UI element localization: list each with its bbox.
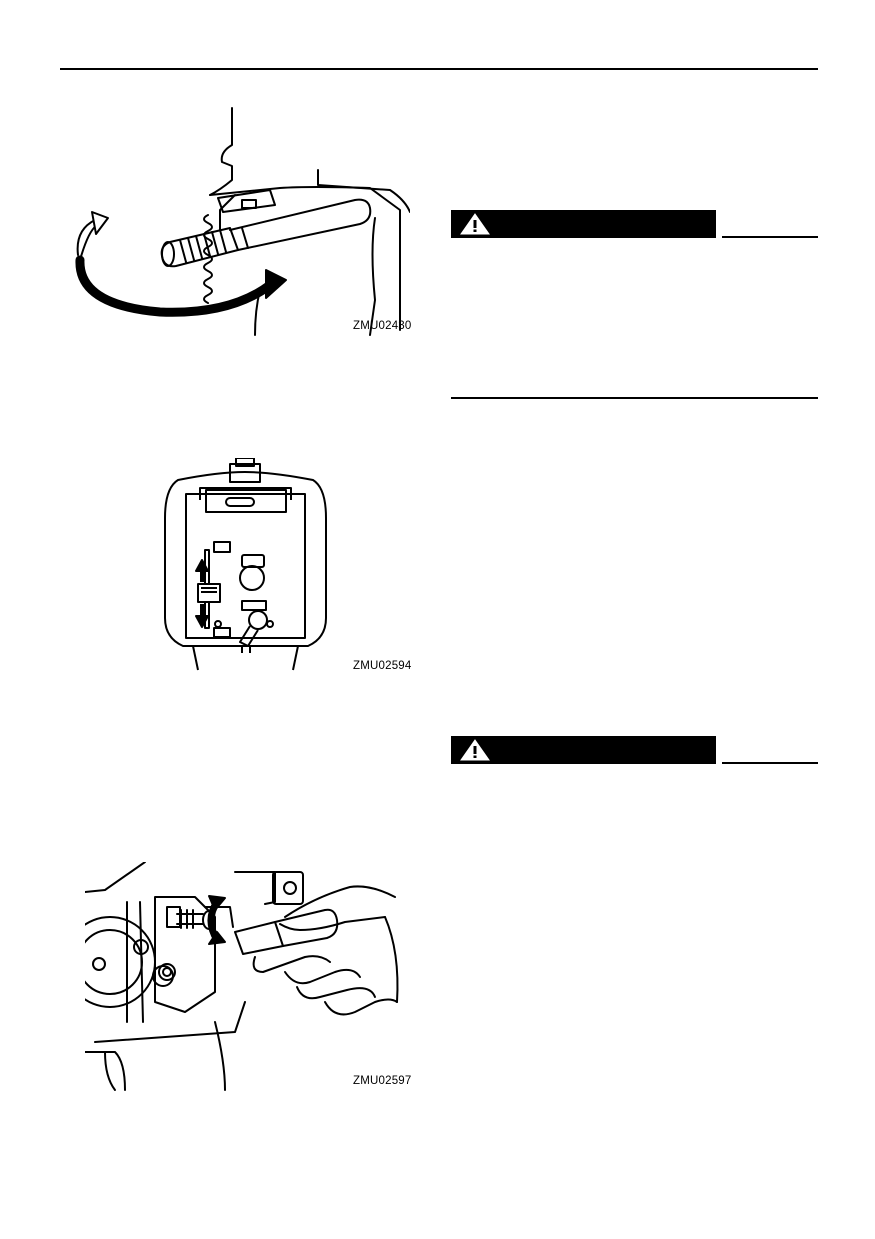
figure-tiller-twist — [70, 100, 410, 340]
warning-header-rule — [722, 762, 818, 764]
figure-caption: ZMU02594 — [353, 660, 412, 672]
tiller-illustration — [75, 107, 410, 336]
figure-screwdriver-adjust — [85, 862, 405, 1092]
figure-caption: ZMU02430 — [353, 320, 412, 332]
screwdriver-illustration — [85, 862, 399, 1091]
page-header-rule — [60, 68, 818, 70]
warning-header-rule — [722, 236, 818, 238]
warning-triangle-icon — [459, 738, 491, 767]
warning-header-bar — [451, 736, 716, 764]
figure-control-panel — [158, 458, 333, 673]
warning-triangle-icon — [459, 212, 491, 241]
warning-header-bar — [451, 210, 716, 238]
figure-caption: ZMU02597 — [353, 1075, 412, 1087]
warning-end-rule — [451, 397, 818, 399]
control-panel-illustration — [164, 458, 327, 671]
